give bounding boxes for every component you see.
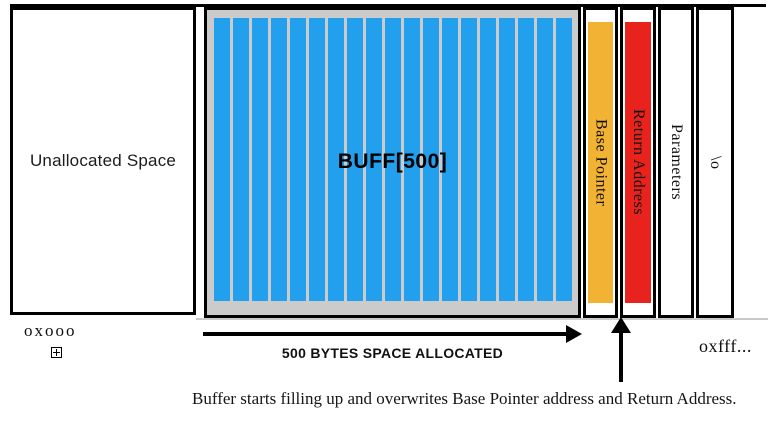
overflow-terminator-label: \o — [707, 155, 724, 170]
allocation-arrow-shaft — [203, 332, 567, 336]
buffer-label: BUFF[500] — [337, 150, 448, 173]
allocation-arrow-head-icon — [566, 325, 582, 343]
diagram-caption: Buffer starts filling up and overwrites … — [192, 389, 737, 408]
buffer-box: BUFF[500] — [204, 7, 581, 318]
allocation-size-label: 500 BYTES SPACE ALLOCATED — [281, 345, 504, 361]
parameters-column: Parameters — [658, 7, 694, 318]
return-address-column: Return Address — [620, 7, 656, 318]
plus-box-icon — [51, 347, 62, 358]
return-address-fill — [625, 22, 651, 303]
buffer-stripes — [214, 18, 573, 301]
base-pointer-fill — [588, 22, 613, 303]
return-address-label: Return Address — [630, 109, 647, 216]
top-border-line — [10, 4, 766, 7]
bottom-shadow-line — [196, 318, 768, 320]
unallocated-space-label: Unallocated Space — [29, 151, 177, 170]
plus-vertical-bar — [55, 349, 58, 356]
address-high-label: oxfff... — [699, 336, 752, 356]
address-low-label: oxooo — [24, 321, 77, 340]
overwrite-pointer-arrow-shaft — [619, 332, 623, 382]
base-pointer-column: Base Pointer — [583, 7, 618, 318]
overflow-terminator-column: \o — [696, 7, 734, 318]
base-pointer-label: Base Pointer — [592, 118, 610, 207]
unallocated-space-box: Unallocated Space — [10, 7, 196, 315]
overwrite-pointer-arrow-head-icon — [611, 317, 631, 333]
parameters-label: Parameters — [668, 124, 685, 201]
